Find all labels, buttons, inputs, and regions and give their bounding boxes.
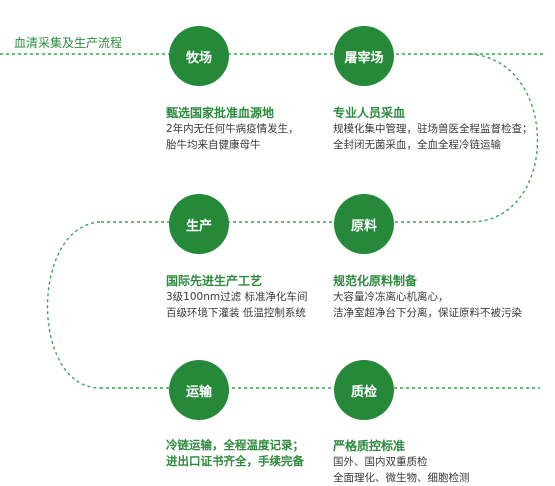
step-desc-slaughterhouse: 规模化集中管理，驻场兽医全程监督检查； 全封闭无菌采血，全血全程冷链运输 [333,121,533,153]
step-desc-line: 全面理化、微生物、细胞检测 [333,472,470,484]
step-heading-raw-material: 规范化原料制备 [333,274,418,288]
step-desc-line: 3级100nm过滤 标准净化车间 [166,291,308,303]
step-desc-line: 规模化集中管理，驻场兽医全程监督检查； [333,123,533,135]
step-heading-quality-check: 严格质控标准 [333,439,406,453]
page-title: 血清采集及生产流程 [14,36,123,50]
step-desc-production: 3级100nm过滤 标准净化车间 百级环境下灌装 低温控制系统 [166,289,307,321]
step-heading-ranch: 甄选国家批准血源地 [166,106,275,120]
node-raw-material: 原料 [334,194,394,254]
step-desc-line: 2年内无任何牛病疫情发生， [166,123,299,135]
node-quality-check: 质检 [334,360,394,420]
step-desc-line: 进出口证书齐全，手续完备 [166,454,304,468]
node-transport: 运输 [169,360,229,420]
step-desc-line: 大容量冷冻离心机离心， [333,291,449,303]
step-desc-raw-material: 大容量冷冻离心机离心， 洁净室超净台下分离，保证原料不被污染 [333,289,522,321]
node-ranch: 牧场 [169,26,229,86]
node-production: 生产 [169,194,229,254]
step-desc-line: 国外、国内双重质检 [333,456,428,468]
step-desc-transport: 冷链运输，全程温度记录； 进出口证书齐全，手续完备 [166,437,304,469]
node-slaughterhouse: 屠宰场 [334,26,394,86]
step-desc-line: 百级环境下灌装 低温控制系统 [166,307,306,319]
step-desc-line: 全封闭无菌采血，全血全程冷链运输 [333,139,501,151]
step-heading-slaughterhouse: 专业人员采血 [333,106,406,120]
step-desc-line: 冷链运输，全程温度记录； [166,438,304,452]
step-desc-quality-check: 国外、国内双重质检 全面理化、微生物、细胞检测 [333,454,470,486]
step-desc-line: 洁净室超净台下分离，保证原料不被污染 [333,307,522,319]
step-desc-line: 胎牛均来自健康母牛 [166,139,261,151]
step-heading-production: 国际先进生产工艺 [166,274,263,288]
step-desc-ranch: 2年内无任何牛病疫情发生， 胎牛均来自健康母牛 [166,121,299,153]
